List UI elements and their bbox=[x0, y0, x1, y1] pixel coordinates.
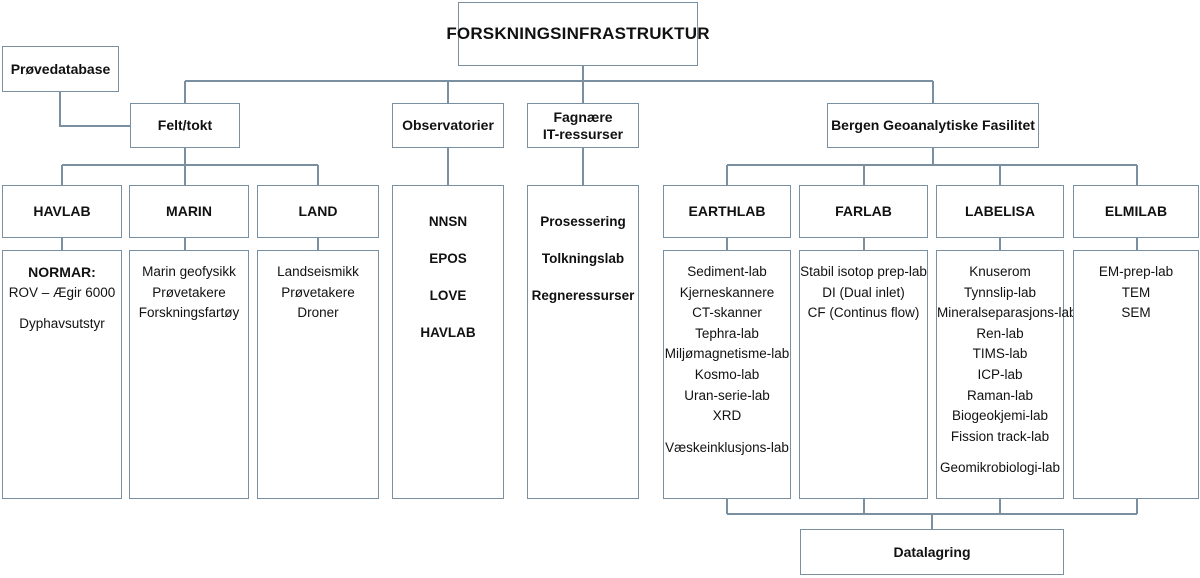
list-item: Kosmo-lab bbox=[694, 366, 760, 382]
box-bergen-geoanalytiske: Bergen Geoanalytiske Fasilitet bbox=[827, 103, 1039, 148]
box-observatorier-list: NNSN EPOS LOVE HAVLAB bbox=[392, 185, 504, 499]
box-forskningsinfrastruktur: FORSKNINGSINFRASTRUKTUR bbox=[446, 2, 709, 66]
list-item: DI (Dual inlet) bbox=[822, 284, 905, 300]
list-item: SEM bbox=[1121, 305, 1151, 321]
box-labelisa: LABELISA bbox=[936, 185, 1064, 238]
list-item: Landseismikk bbox=[277, 264, 359, 279]
list-item-normar: NORMAR: bbox=[28, 264, 96, 280]
list-item: Fission track-lab bbox=[950, 428, 1050, 444]
label-it-ressurser: IT-ressurser bbox=[542, 125, 624, 142]
list-item: XRD bbox=[712, 408, 742, 424]
box-marin-list: Marin geofysikk Prøvetakere Forskningsfa… bbox=[129, 250, 249, 499]
box-labelisa-list: Knuserom Tynnslip-lab Mineralseparasjons… bbox=[936, 250, 1077, 499]
list-item: NNSN bbox=[428, 214, 468, 229]
box-elmilab-list: EM-prep-lab TEM SEM bbox=[1073, 250, 1199, 499]
box-havlab-list: NORMAR: ROV – Ægir 6000 Dyphavsutstyr bbox=[2, 250, 122, 499]
list-item: Stabil isotop prep-lab bbox=[800, 264, 927, 279]
box-provedatabase: Prøvedatabase bbox=[2, 46, 119, 92]
box-it-ressurser-list: Prosessering Tolkningslab Regneressurser bbox=[527, 185, 639, 499]
list-item: Knuserom bbox=[969, 264, 1031, 279]
list-item: LOVE bbox=[429, 288, 467, 303]
list-item: Væskeinklusjons-lab bbox=[665, 439, 789, 455]
box-land-list: Landseismikk Prøvetakere Droner bbox=[257, 250, 379, 499]
list-item: Forskningsfartøy bbox=[138, 305, 240, 321]
list-gap bbox=[3, 303, 121, 314]
list-item: Tolkningslab bbox=[541, 251, 625, 266]
list-item: Mineralseparasjons-lab bbox=[937, 305, 1077, 321]
connector-provedatabase bbox=[59, 92, 130, 127]
label-forskningsinfrastruktur: FORSKNINGSINFRASTRUKTUR bbox=[446, 24, 710, 43]
list-item: Prosessering bbox=[540, 214, 626, 229]
list-item: EM-prep-lab bbox=[1098, 264, 1174, 279]
list-item: Tynnslip-lab bbox=[963, 284, 1037, 300]
box-observatorier: Observatorier bbox=[392, 103, 504, 148]
box-datalagring: Datalagring bbox=[800, 529, 1064, 575]
list-item: Raman-lab bbox=[966, 387, 1034, 403]
box-land: LAND bbox=[257, 185, 379, 238]
list-item: TIMS-lab bbox=[972, 346, 1028, 362]
box-fagnaere-it: Fagnære IT-ressurser bbox=[527, 103, 639, 148]
list-gap bbox=[937, 447, 1063, 458]
list-item: Kjerneskannere bbox=[679, 284, 775, 300]
list-item: Droner bbox=[297, 305, 339, 321]
list-item: ROV – Ægir 6000 bbox=[8, 284, 116, 300]
list-item: Prøvetakere bbox=[281, 284, 355, 300]
list-item: Dyphavsutstyr bbox=[19, 316, 105, 332]
list-item: Ren-lab bbox=[976, 325, 1024, 341]
box-marin: MARIN bbox=[129, 185, 249, 238]
box-felt-tokt: Felt/tokt bbox=[130, 103, 240, 148]
label-felt-tokt: Felt/tokt bbox=[157, 117, 213, 133]
box-havlab: HAVLAB bbox=[2, 185, 122, 238]
list-item: Tephra-lab bbox=[695, 325, 759, 341]
label-datalagring: Datalagring bbox=[893, 543, 971, 560]
list-item: CT-skanner bbox=[692, 305, 762, 321]
label-fagnaere: Fagnære bbox=[553, 108, 613, 125]
label-marin: MARIN bbox=[166, 203, 212, 219]
list-item: Uran-serie-lab bbox=[684, 387, 770, 403]
label-land: LAND bbox=[298, 203, 338, 219]
list-item: TEM bbox=[1121, 284, 1151, 300]
box-farlab-list: Stabil isotop prep-lab DI (Dual inlet) C… bbox=[799, 250, 928, 499]
list-item: HAVLAB bbox=[420, 325, 476, 340]
list-item: EPOS bbox=[429, 251, 467, 266]
list-item: Miljømagnetisme-lab bbox=[664, 346, 790, 362]
list-item: Marin geofysikk bbox=[142, 264, 236, 279]
list-gap bbox=[664, 427, 790, 438]
box-earthlab: EARTHLAB bbox=[663, 185, 791, 238]
list-item: CF (Continus flow) bbox=[807, 305, 920, 321]
label-elmilab: ELMILAB bbox=[1104, 203, 1168, 219]
box-farlab: FARLAB bbox=[799, 185, 928, 238]
list-item: Geomikrobiologi-lab bbox=[939, 460, 1061, 476]
label-havlab: HAVLAB bbox=[33, 203, 91, 219]
list-item: Prøvetakere bbox=[152, 284, 226, 300]
box-earthlab-list: Sediment-lab Kjerneskannere CT-skanner T… bbox=[663, 250, 791, 499]
list-item: ICP-lab bbox=[977, 366, 1023, 382]
label-provedatabase: Prøvedatabase bbox=[10, 60, 111, 77]
list-item: Regneressurser bbox=[531, 288, 635, 303]
box-elmilab: ELMILAB bbox=[1073, 185, 1199, 238]
list-item: Biogeokjemi-lab bbox=[951, 408, 1049, 424]
label-farlab: FARLAB bbox=[835, 203, 892, 219]
label-labelisa: LABELISA bbox=[965, 203, 1035, 219]
list-item: Sediment-lab bbox=[687, 264, 767, 279]
label-bergen-geoanalytiske: Bergen Geoanalytiske Fasilitet bbox=[831, 117, 1035, 133]
label-earthlab: EARTHLAB bbox=[688, 203, 766, 219]
label-observatorier: Observatorier bbox=[402, 117, 494, 133]
